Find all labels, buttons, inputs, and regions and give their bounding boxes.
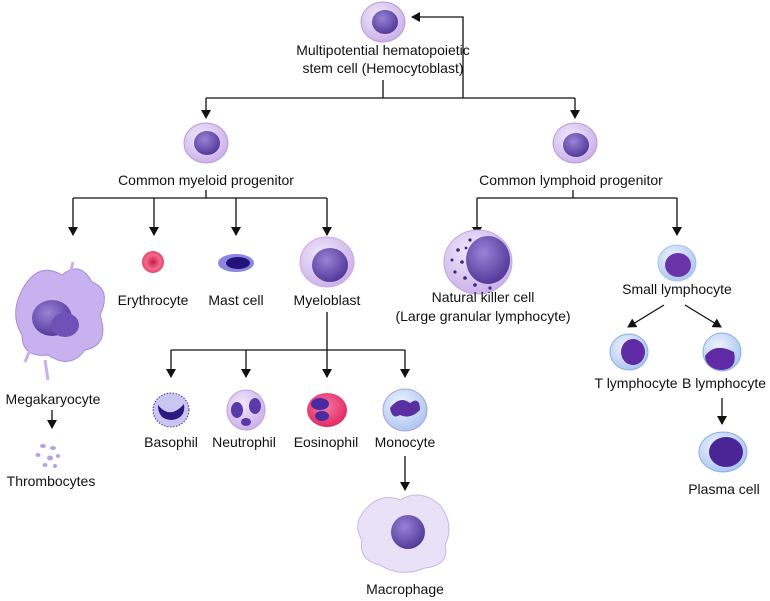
myeloblast-image — [299, 236, 355, 288]
nk-cell-label-2: (Large granular lymphocyte) — [395, 308, 570, 324]
small-lymphocyte-image — [657, 244, 697, 282]
b-lymphocyte-image — [702, 332, 742, 372]
basophil-image — [152, 392, 190, 428]
myeloid-progenitor-label: Common myeloid progenitor — [118, 172, 294, 188]
erythrocyte-label: Erythrocyte — [118, 292, 189, 308]
nk-cell-label: Natural killer cell — [432, 289, 535, 305]
eosinophil-image — [307, 393, 347, 427]
lymphoid-progenitor-image — [552, 122, 598, 164]
self-renewal-arrow — [411, 12, 464, 98]
mast-cell-label: Mast cell — [208, 292, 263, 308]
thrombocytes-label: Thrombocytes — [7, 473, 96, 489]
megakaryocyte-image — [15, 261, 105, 381]
myeloid-progenitor-image — [183, 122, 229, 164]
eosinophil-label: Eosinophil — [294, 434, 359, 450]
macrophage-image — [357, 494, 450, 573]
thrombocytes-image — [35, 444, 60, 468]
plasma-cell-label: Plasma cell — [688, 481, 760, 497]
connectors — [47, 12, 727, 491]
neutrophil-label: Neutrophil — [212, 434, 276, 450]
monocyte-label: Monocyte — [375, 434, 436, 450]
stem-cell-label: Multipotential hematopoietic — [296, 42, 470, 58]
megakaryocyte-label: Megakaryocyte — [6, 391, 101, 407]
erythrocyte-image — [142, 251, 164, 273]
small-lymphocyte-label: Small lymphocyte — [622, 281, 732, 297]
myeloblast-label: Myeloblast — [294, 292, 361, 308]
basophil-label: Basophil — [144, 434, 198, 450]
b-lymphocyte-label: B lymphocyte — [682, 375, 766, 391]
neutrophil-image — [226, 389, 266, 431]
macrophage-label: Macrophage — [366, 581, 444, 597]
t-lymphocyte-label: T lymphocyte — [595, 375, 678, 391]
plasma-cell-image — [698, 431, 748, 473]
nk-cell-image — [443, 229, 513, 295]
stem-cell-image — [360, 1, 406, 43]
stem-cell-label-2: stem cell (Hemocytoblast) — [302, 60, 463, 76]
mast-cell-image — [218, 254, 254, 272]
monocyte-image — [382, 388, 428, 432]
t-lymphocyte-image — [609, 333, 649, 371]
lymphoid-progenitor-label: Common lymphoid progenitor — [479, 172, 663, 188]
